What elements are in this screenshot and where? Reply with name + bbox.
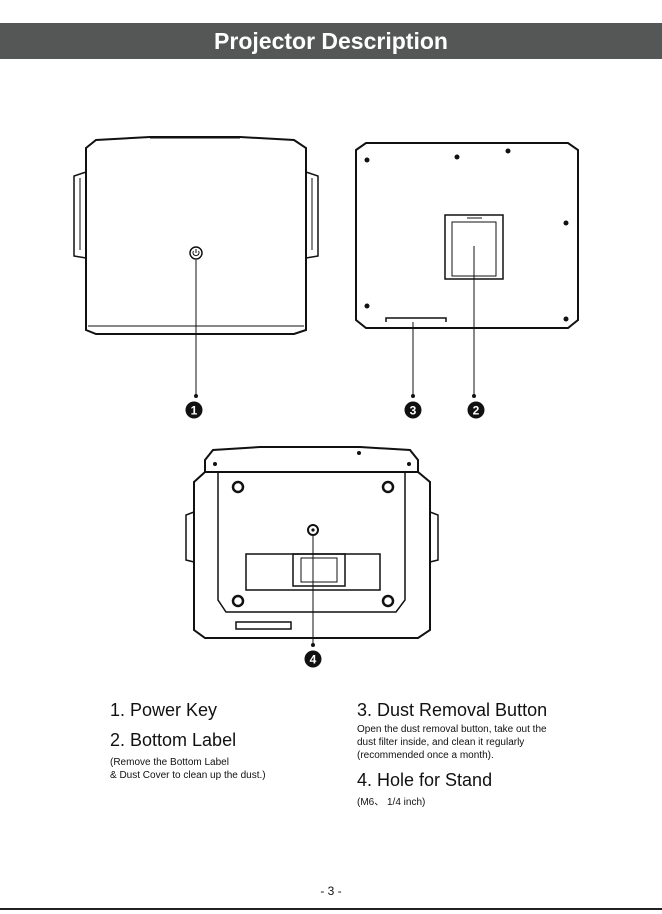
item-1-title: 1. Power Key xyxy=(110,700,217,721)
item-2-description: (Remove the Bottom Label & Dust Cover to… xyxy=(110,756,266,782)
footer-rule xyxy=(0,908,662,910)
item-3-desc-line-3: (recommended once a month). xyxy=(357,749,547,762)
item-3-desc-line-1: Open the dust removal button, take out t… xyxy=(357,723,547,736)
item-3-title: 3. Dust Removal Button xyxy=(357,700,547,721)
callout-1-label: 1 xyxy=(191,404,198,418)
item-3-desc-line-2: dust filter inside, and clean it regular… xyxy=(357,736,547,749)
projector-figures: 1 3 2 4 xyxy=(0,0,662,880)
callout-2-label: 2 xyxy=(473,404,480,418)
callout-3: 3 xyxy=(405,402,422,419)
item-4-description: (M6、 1/4 inch) xyxy=(357,796,425,809)
projector-back-view xyxy=(356,143,578,328)
item-4-title: 4. Hole for Stand xyxy=(357,770,492,791)
callout-1: 1 xyxy=(186,402,203,419)
item-4-desc-line-1: (M6、 1/4 inch) xyxy=(357,796,425,809)
item-3-description: Open the dust removal button, take out t… xyxy=(357,723,547,762)
projector-bottom-view xyxy=(186,447,438,638)
callout-4-label: 4 xyxy=(310,653,317,667)
item-2-desc-line-1: (Remove the Bottom Label xyxy=(110,756,266,769)
callout-2: 2 xyxy=(468,402,485,419)
item-2-desc-line-2: & Dust Cover to clean up the dust.) xyxy=(110,769,266,782)
callout-3-label: 3 xyxy=(410,404,417,418)
item-2-title: 2. Bottom Label xyxy=(110,730,236,751)
page-number: - 3 - xyxy=(0,884,662,898)
callout-4: 4 xyxy=(305,651,322,668)
